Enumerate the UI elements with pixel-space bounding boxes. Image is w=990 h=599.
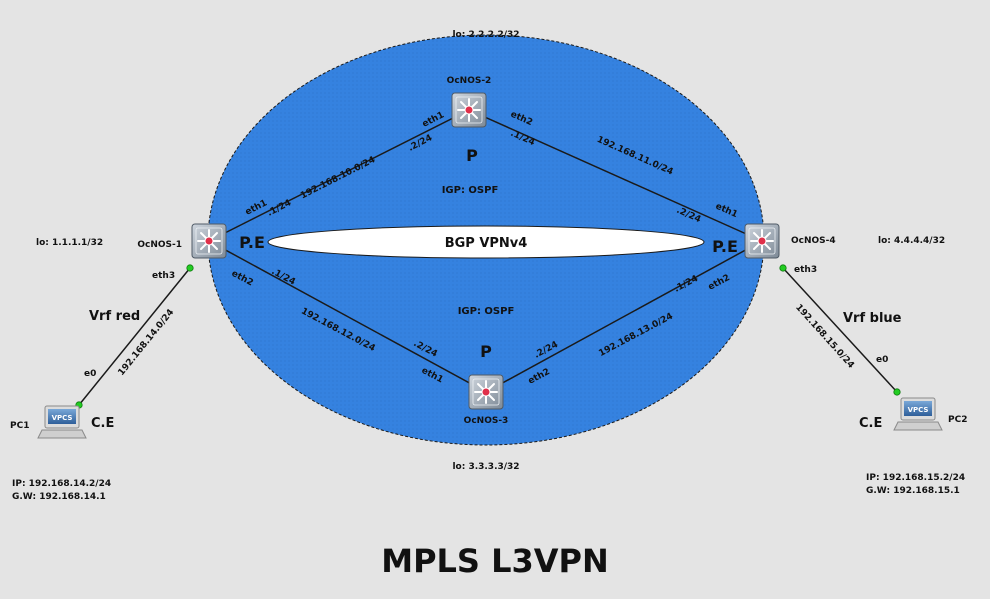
pc1-name: PC1 xyxy=(10,421,29,431)
pc1-gw: G.W: 192.168.14.1 xyxy=(12,492,106,502)
pc1-host[interactable]: VPCS xyxy=(37,405,87,439)
pc2-host[interactable]: VPCS xyxy=(893,397,943,431)
port-dot-r1-eth3 xyxy=(186,264,194,272)
port-dot-r4-eth3 xyxy=(779,264,787,272)
router-ocnos-3[interactable] xyxy=(468,374,504,410)
igp-bottom-label: IGP: OSPF xyxy=(458,306,515,317)
r2-loopback: lo: 2.2.2.2/32 xyxy=(452,30,519,40)
pc2-icon-label: VPCS xyxy=(908,406,929,414)
link-r1-r2[interactable] xyxy=(208,109,470,242)
r2-role: P xyxy=(466,146,478,165)
computer-icon xyxy=(893,397,943,431)
bgp-vpnv4-session xyxy=(267,225,705,259)
pc1-role: C.E xyxy=(91,416,114,431)
router-icon xyxy=(468,374,504,410)
router-icon xyxy=(451,92,487,128)
r3-loopback: lo: 3.3.3.3/32 xyxy=(452,462,519,472)
vrf-blue-label: Vrf blue xyxy=(843,311,902,326)
computer-icon xyxy=(37,405,87,439)
igp-top-label: IGP: OSPF xyxy=(442,185,499,196)
pc1-port-label: e0 xyxy=(84,369,96,379)
vrf-red-label: Vrf red xyxy=(89,309,140,324)
router-ocnos-4[interactable] xyxy=(744,223,780,259)
links xyxy=(78,109,898,406)
pc1-ip: IP: 192.168.14.2/24 xyxy=(12,479,111,489)
pc1-icon-label: VPCS xyxy=(52,414,73,422)
r1-loopback: lo: 1.1.1.1/32 xyxy=(36,238,103,248)
link-r2-r4[interactable] xyxy=(468,109,763,242)
port-dot-pc2-e0 xyxy=(893,388,901,396)
router-ocnos-1[interactable] xyxy=(191,223,227,259)
r1-role: P.E xyxy=(239,233,265,252)
link-r4-pc2[interactable] xyxy=(782,267,898,393)
pc2-ip: IP: 192.168.15.2/24 xyxy=(866,473,965,483)
router-icon xyxy=(744,223,780,259)
r4-loopback: lo: 4.4.4.4/32 xyxy=(878,236,945,246)
r1-name: OcNOS-1 xyxy=(137,240,182,250)
pc2-role: C.E xyxy=(859,416,882,431)
link-r1-r3[interactable] xyxy=(208,240,487,393)
pc2-gw: G.W: 192.168.15.1 xyxy=(866,486,960,496)
r1-pc1-a-if: eth3 xyxy=(152,271,175,281)
r4-pc2-a-if: eth3 xyxy=(794,265,817,275)
link-r3-r4[interactable] xyxy=(485,240,763,393)
r3-name: OcNOS-3 xyxy=(464,416,509,426)
r4-role: P.E xyxy=(712,237,738,256)
diagram-title: MPLS L3VPN xyxy=(381,542,609,580)
r4-name: OcNOS-4 xyxy=(791,236,836,246)
bgp-label: BGP VPNv4 xyxy=(445,236,528,251)
r2-name: OcNOS-2 xyxy=(447,76,492,86)
pc2-name: PC2 xyxy=(948,415,967,425)
pc2-port-label: e0 xyxy=(876,355,888,365)
router-icon xyxy=(191,223,227,259)
r3-role: P xyxy=(480,342,492,361)
router-ocnos-2[interactable] xyxy=(451,92,487,128)
link-r1-pc1[interactable] xyxy=(78,267,191,406)
